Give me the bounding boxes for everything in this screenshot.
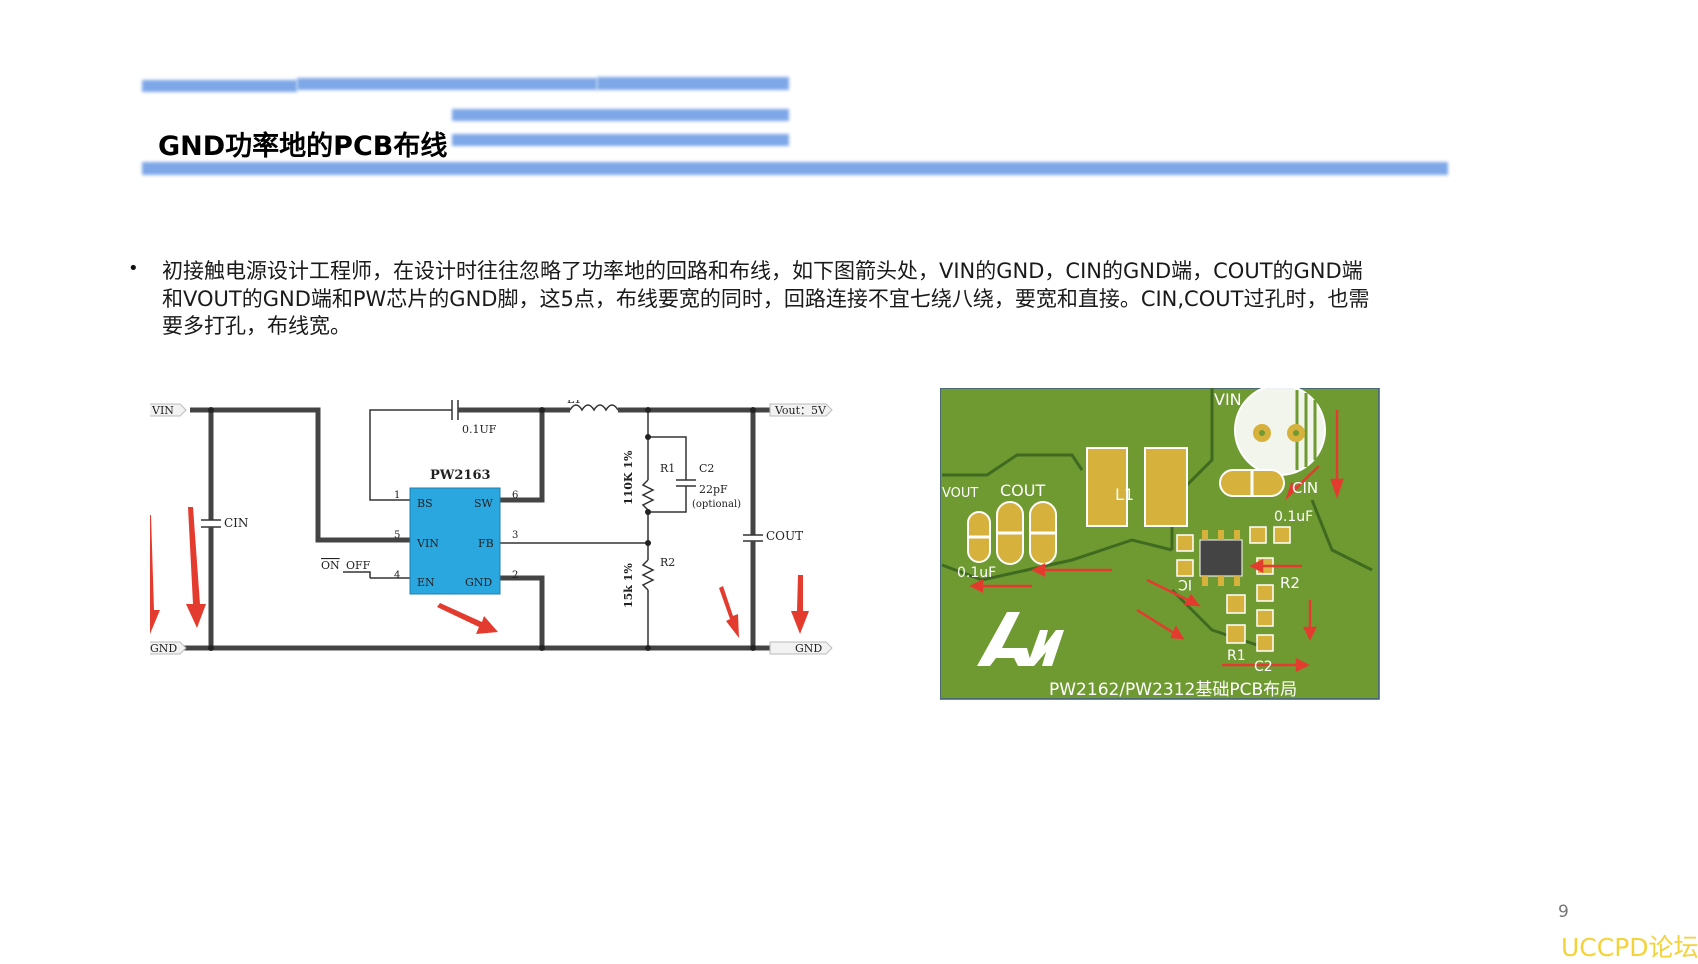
pin-gnd: GND [465,576,492,589]
header-bar-5 [452,134,789,146]
pcb-cap-right-label: 0.1uF [1274,509,1313,525]
r2-name: R2 [660,556,675,569]
r2-value: 15k 1% [622,563,635,608]
pin-en: EN [417,576,435,589]
c1-value: 0.1UF [462,423,497,436]
pcb-cin-label: CIN [1292,479,1318,497]
pcb-r2-label: R2 [1280,574,1300,592]
bullet-line-1: 初接触电源设计工程师，在设计时往往忽略了功率地的回路和布线，如下图箭头处，VIN… [162,259,1363,283]
pcb-caption: PW2162/PW2312基础PCB布局 [1049,680,1297,700]
pin-bs: BS [417,497,433,510]
page-number: 9 [1558,902,1569,922]
header-bar-3 [597,77,789,90]
pin-vin: VIN [416,537,439,550]
ic-name: PW2163 [430,468,491,483]
pcb-layout: VIN VOUT COUT L1 CIN 0.1uF 0.1uF IC R1 R… [940,388,1380,700]
pcb-ic-label: IC [1178,576,1192,592]
pcb-cap-left-label: 0.1uF [957,565,996,581]
bullet-paragraph: 初接触电源设计工程师，在设计时往往忽略了功率地的回路和布线，如下图箭头处，VIN… [162,258,1562,341]
pcb-vout-label: VOUT [942,486,978,501]
onoff-off: OFF [346,559,371,572]
c2-note: (optional) [692,499,741,510]
header-divider-bar [142,162,1448,175]
pcb-r1-label: R1 [1227,648,1246,664]
bullet-line-3: 要多打孔，布线宽。 [162,314,351,338]
onoff-on: ON [321,559,340,572]
pin-5: 5 [394,530,400,541]
pin-1: 1 [394,490,400,501]
pin-fb: FB [478,537,494,550]
pin-4: 4 [394,570,400,581]
header-bar-2 [297,78,597,90]
pcb-l1-label: L1 [1115,485,1134,504]
r1-name: R1 [660,462,675,475]
pin-6: 6 [512,490,518,501]
header-bar-4 [452,109,789,121]
pin-sw: SW [474,497,494,510]
pcb-c2-label: C2 [1254,659,1273,675]
l1-name: L1 [567,400,581,406]
r1-value: 110K 1% [622,450,635,505]
pcb-cout-label: COUT [1000,481,1045,500]
c2-name: C2 [699,462,714,475]
cin-label: CIN [224,516,248,530]
net-vin-label: VIN [151,404,174,417]
bullet-marker: • [128,258,139,279]
net-gnd-left-label: GND [150,642,177,655]
pin-3: 3 [512,530,518,541]
bullet-line-2: 和VOUT的GND端和PW芯片的GND脚，这5点，布线要宽的同时，回路连接不宜七… [162,286,1370,311]
net-gnd-right-label: GND [795,642,822,655]
net-vout-label: Vout：5V [774,404,827,417]
watermark-logo: UCCPD论坛 [1561,933,1698,962]
slide-title: GND功率地的PCB布线 [158,131,448,162]
c2-value: 22pF [699,483,728,496]
pin-2: 2 [512,570,518,581]
header-bar-1 [142,80,297,92]
pcb-vin-label: VIN [1214,390,1242,409]
buck-schematic: VIN GND Vout：5V GND C1 0.1UF L1 CIN COUT… [150,400,833,655]
cout-label: COUT [766,529,803,543]
